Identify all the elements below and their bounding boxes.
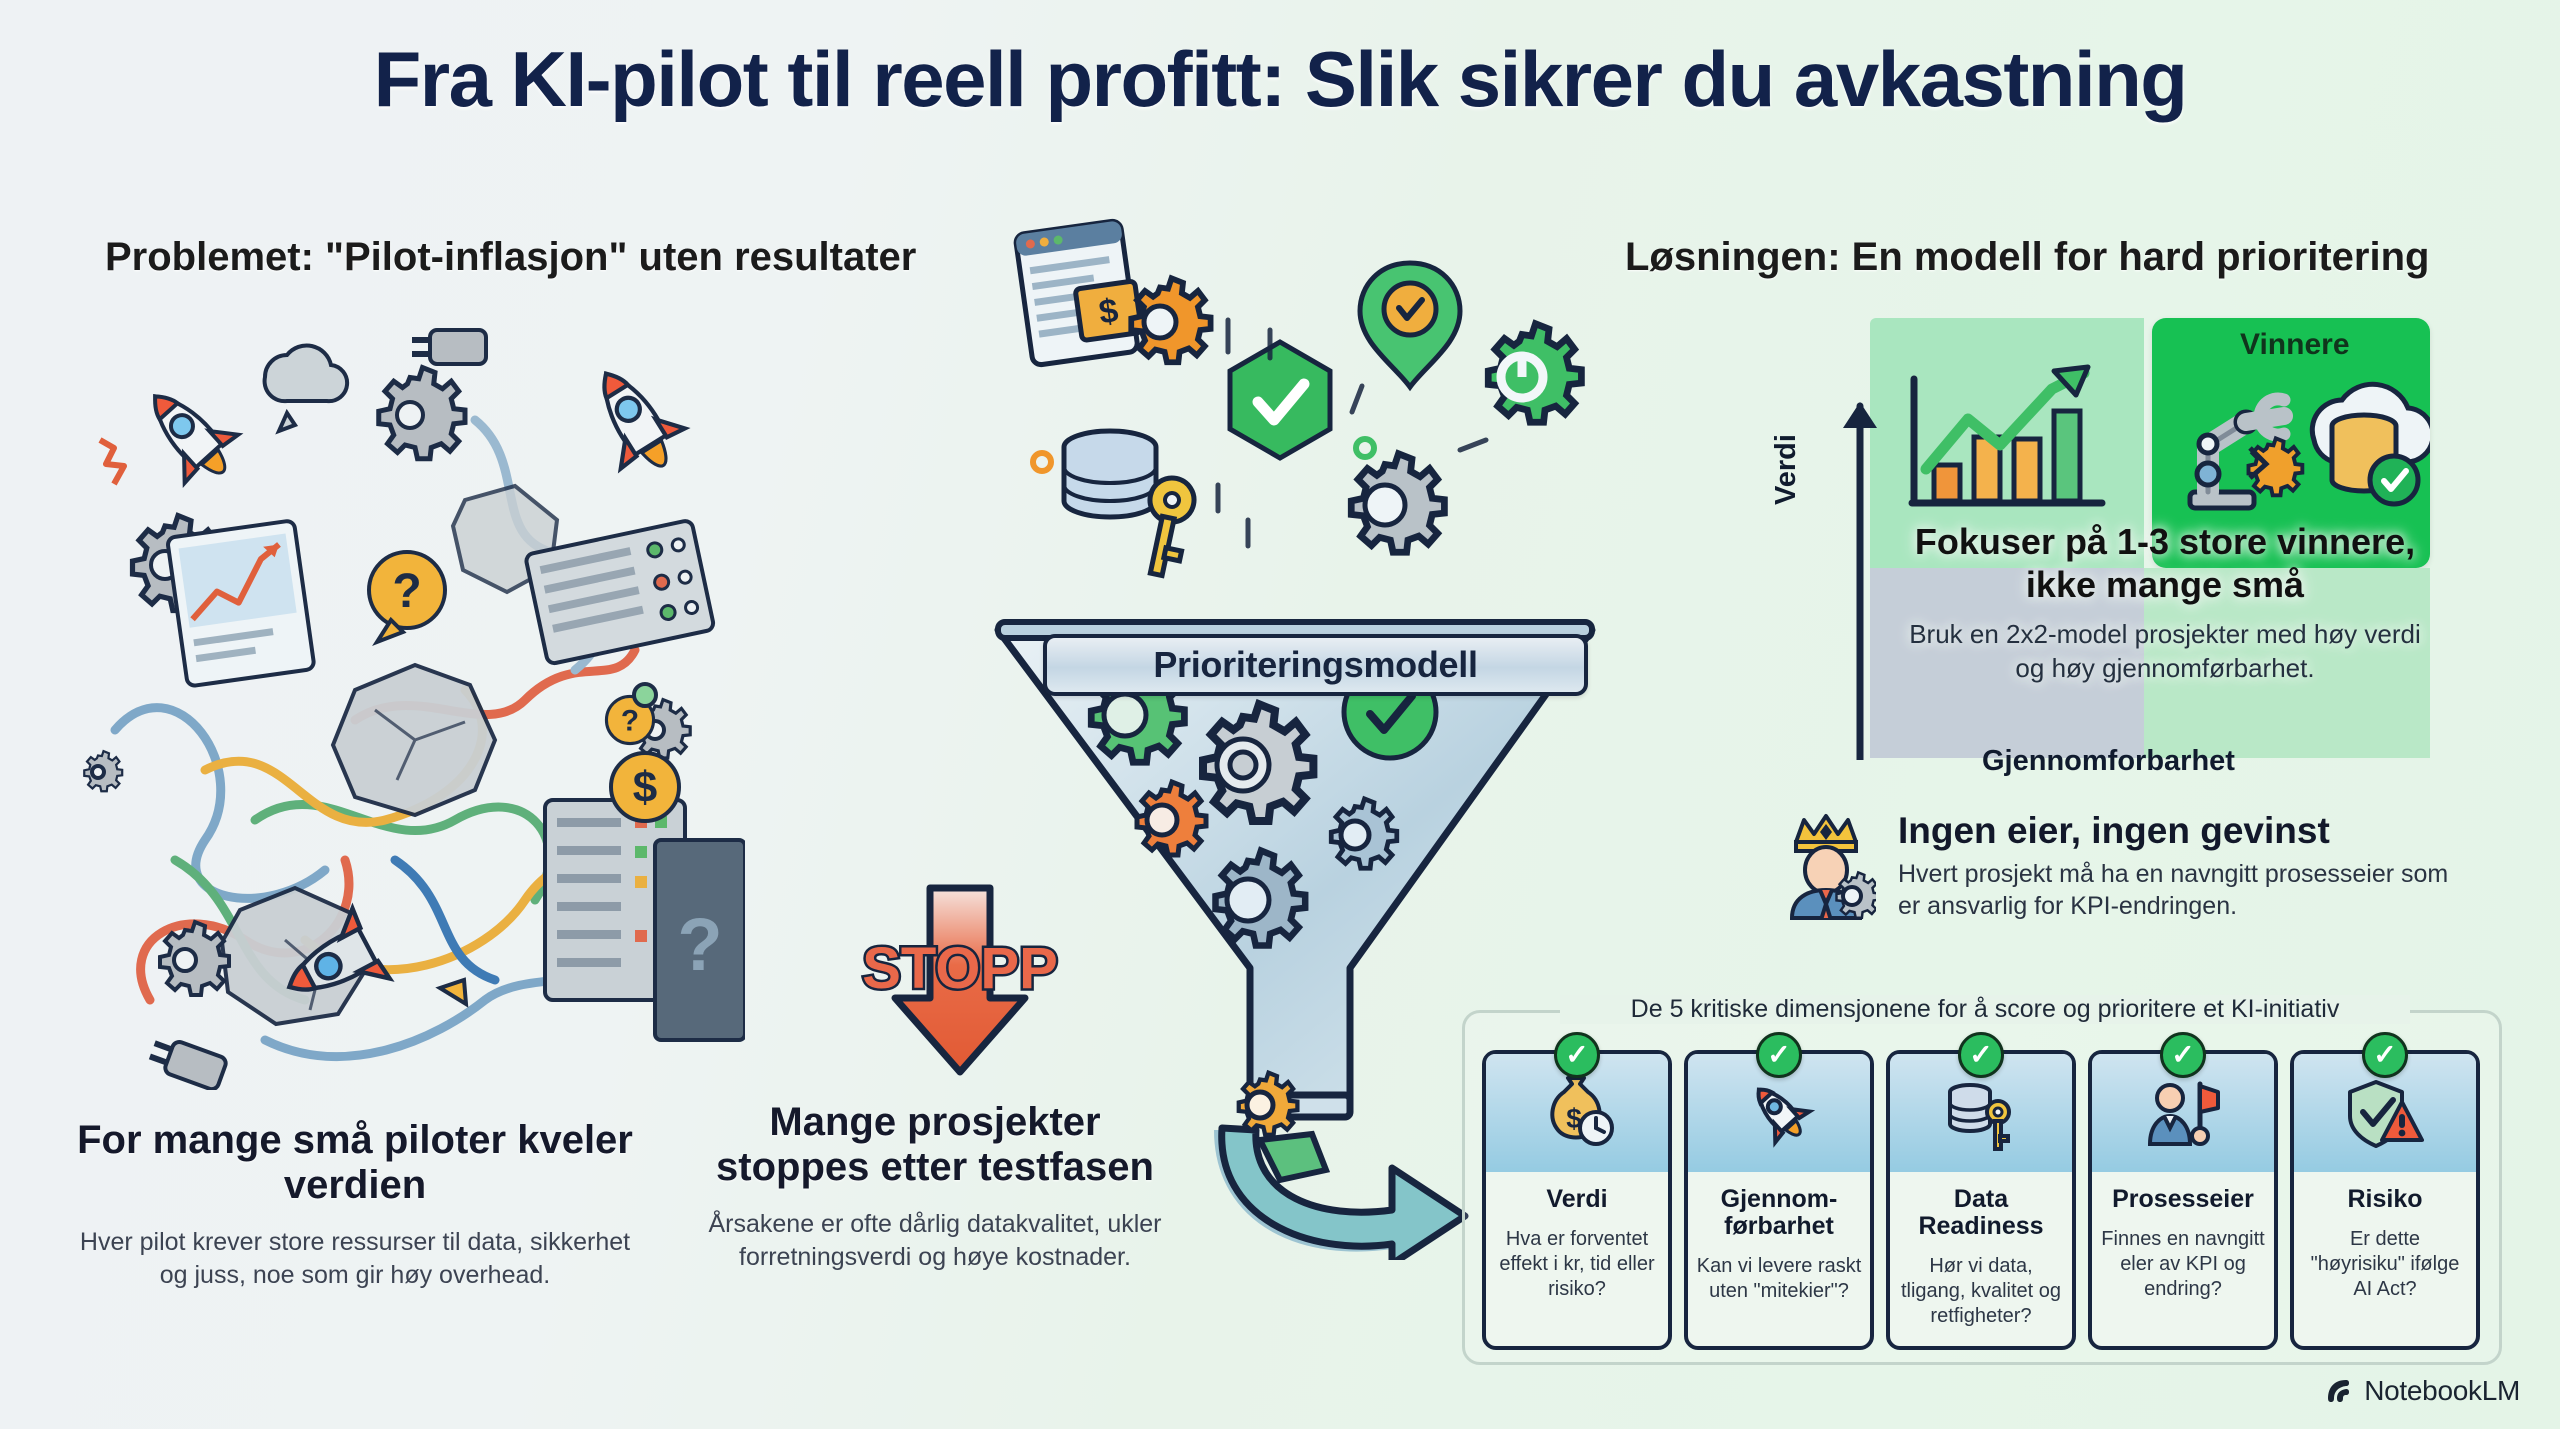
priority-matrix-quadrants xyxy=(1870,318,2436,568)
dimension-card-data-readiness[interactable]: ✓ Data Readiness Hør vi data, tligang, k… xyxy=(1886,1032,2076,1350)
matrix-axes xyxy=(1790,300,2490,760)
tangled-pilots-illustration: ? ? ? $ xyxy=(55,300,745,1090)
stop-label: STOPP xyxy=(862,936,1058,1001)
svg-text:?: ? xyxy=(677,903,722,986)
card-text: Prosesseier Finnes en navngitt eler av K… xyxy=(2092,1172,2274,1303)
check-circle-icon: ✓ xyxy=(1756,1032,1802,1078)
stop-arrow-graphic: STOPP xyxy=(845,880,1075,1080)
dimension-card-risiko[interactable]: ✓ Risiko Er dette "høyrisiku" ifølge AI … xyxy=(2290,1032,2480,1350)
middle-caption-body: Årsakene er ofte dårlig datakvalitet, uk… xyxy=(708,1209,1162,1272)
card-title: Prosesseier xyxy=(2112,1185,2254,1213)
quadrant-bottom-left xyxy=(1870,568,2144,758)
middle-caption: Mange prosjekter stoppes etter testfasen… xyxy=(700,1100,1170,1275)
notebooklm-watermark: NotebookLM xyxy=(2324,1375,2520,1407)
dimension-card-prosesseier[interactable]: ✓ Prosesseier Finnes en navngitt eler av… xyxy=(2088,1032,2278,1350)
card-description: Finnes en navngitt eler av KPI og endrin… xyxy=(2101,1228,2265,1301)
matrix-y-axis-label: Verdi xyxy=(1770,434,1802,505)
card-description: Kan vi levere raskt uten "mitekier"? xyxy=(1696,1255,1862,1303)
check-circle-icon: ✓ xyxy=(2160,1032,2206,1078)
notebooklm-logo-icon xyxy=(2328,1380,2350,1402)
dimension-cards: ✓ $ Verdi Hva er forventet effekt i kr, … xyxy=(1482,1032,2487,1350)
card-text: Verdi Hva er forventet effekt i kr, tid … xyxy=(1486,1172,1668,1303)
left-caption: For mange små piloter kveler verdien Hve… xyxy=(75,1118,635,1293)
money-bag-clock-icon: $ xyxy=(1550,1076,1614,1146)
person-flag-icon xyxy=(2147,1081,2220,1146)
check-circle-icon: ✓ xyxy=(2362,1032,2408,1078)
process-owner-title: Ingen eier, ingen gevinst xyxy=(1898,810,2330,851)
left-caption-title: For mange små piloter kveler verdien xyxy=(77,1118,633,1207)
card-icon-area: $ xyxy=(1486,1054,1668,1172)
process-owner-text: Ingen eier, ingen gevinst Hvert prosjekt… xyxy=(1898,810,2470,922)
card-text: Gjennom-førbarhet Kan vi levere raskt ut… xyxy=(1688,1172,1870,1304)
matrix-callout: Fokuser på 1-3 store vinnere, ikke mange… xyxy=(1900,520,2430,685)
svg-text:?: ? xyxy=(621,705,639,738)
svg-text:$: $ xyxy=(633,763,657,812)
quadrant-top-left xyxy=(1870,318,2144,568)
card-description: Hva er forventet effekt i kr, tid eller … xyxy=(1499,1228,1655,1301)
rocket-icon xyxy=(1756,1087,1816,1148)
svg-text:?: ? xyxy=(392,565,421,618)
database-key-icon xyxy=(1948,1083,2011,1151)
process-owner-body: Hvert prosjekt må ha en navngitt prosess… xyxy=(1898,859,2449,920)
left-caption-body: Hver pilot krever store ressurser til da… xyxy=(79,1227,631,1290)
process-owner-block: Ingen eier, ingen gevinst Hvert prosjekt… xyxy=(1780,810,2470,922)
card-title: Gjennom-førbarhet xyxy=(1720,1185,1838,1240)
matrix-callout-body: Bruk en 2x2-model prosjekter med høy ver… xyxy=(1909,619,2421,683)
priority-matrix-lower-quadrants xyxy=(1870,568,2430,758)
middle-caption-title: Mange prosjekter stoppes etter testfasen xyxy=(716,1100,1154,1189)
page-title: Fra KI-pilot til reell profitt: Slik sik… xyxy=(373,35,2188,123)
card-icon-area xyxy=(2294,1054,2476,1172)
card-icon-area xyxy=(1688,1054,1870,1172)
card-title: Verdi xyxy=(1546,1185,1608,1213)
dimensions-panel-title: De 5 kritiske dimensjonene for å score o… xyxy=(1560,995,2410,1024)
quadrant-top-right-winners xyxy=(2152,318,2436,568)
solution-section-header: Løsningen: En modell for hard prioriteri… xyxy=(1625,235,2430,279)
card-title: Risiko xyxy=(2347,1185,2423,1213)
check-circle-icon: ✓ xyxy=(1958,1032,2004,1078)
quadrant-bottom-right xyxy=(2144,568,2430,758)
card-description: Er dette "høyrisiku" ifølge AI Act? xyxy=(2310,1228,2460,1301)
shield-warning-icon xyxy=(2348,1080,2424,1148)
card-title: Data Readiness xyxy=(1918,1185,2044,1240)
card-description: Hør vi data, tligang, kvalitet og retfig… xyxy=(1900,1255,2062,1328)
card-text: Data Readiness Hør vi data, tligang, kva… xyxy=(1890,1172,2072,1330)
matrix-x-axis-label: Gjennomforbarhet xyxy=(1982,745,2235,777)
card-text: Risiko Er dette "høyrisiku" ifølge AI Ac… xyxy=(2294,1172,2476,1303)
check-circle-icon: ✓ xyxy=(1554,1032,1600,1078)
dimension-card-verdi[interactable]: ✓ $ Verdi Hva er forventet effekt i kr, … xyxy=(1482,1032,1672,1350)
crowned-person-gear-icon xyxy=(1780,812,1881,922)
matrix-callout-title: Fokuser på 1-3 store vinnere, ikke mange… xyxy=(1914,521,2416,606)
watermark-label: NotebookLM xyxy=(2364,1375,2520,1406)
problem-section-header: Problemet: "Pilot-inflasjon" uten result… xyxy=(105,235,917,279)
funnel-label: Prioriteringsmodell xyxy=(1043,634,1588,696)
winners-badge: Vinnere xyxy=(2240,328,2350,361)
dimension-card-gjennomforbarhet[interactable]: ✓ Gjennom-førbarhet Kan vi levere raskt … xyxy=(1684,1032,1874,1350)
